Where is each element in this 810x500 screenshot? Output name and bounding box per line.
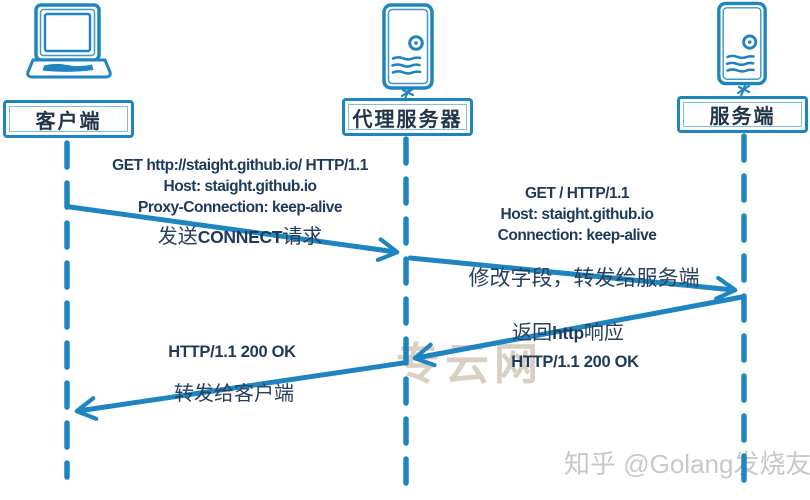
message-1-headers: GET http://staight.github.io/ HTTP/1.1 H… xyxy=(112,155,368,218)
message-2-annotation: 修改字段，转发给服务端 xyxy=(468,266,700,290)
message-2-header-line: Host: staight.github.io xyxy=(500,206,654,223)
message-1-annotation: 发送CONNECT请求 xyxy=(157,226,323,248)
arrow-proxy-to-client xyxy=(74,360,406,421)
message-2-headers: GET / HTTP/1.1 Host: staight.github.io C… xyxy=(498,183,657,246)
arrow-client-to-proxy xyxy=(67,204,400,263)
actor-box-client: 客户端 xyxy=(3,100,134,138)
message-3-annotation: 返回http响应 xyxy=(512,322,624,344)
watermark-bottom-right: 知乎 @Golang发烧友 xyxy=(564,449,810,479)
arrow-proxy-to-server xyxy=(407,255,738,301)
message-2-header-line: Connection: keep-alive xyxy=(497,227,657,244)
actor-box-server: 服务端 xyxy=(677,96,808,133)
message-1-header-line: Host: staight.github.io xyxy=(163,178,317,195)
laptop-icon xyxy=(26,3,112,79)
message-4-headers: HTTP/1.1 200 OK xyxy=(168,342,296,363)
message-2-header-line: GET / HTTP/1.1 xyxy=(524,185,630,202)
actor-label-server: 服务端 xyxy=(709,106,776,128)
message-3-header-line: HTTP/1.1 200 OK xyxy=(511,353,639,371)
server-tower-icon xyxy=(717,1,767,86)
actor-label-proxy: 代理服务器 xyxy=(352,108,463,131)
actor-box-proxy: 代理服务器 xyxy=(342,98,473,136)
message-1-header-line: Proxy-Connection: keep-alive xyxy=(138,199,342,216)
message-4-annotation: 转发给客户端 xyxy=(174,383,294,405)
message-3-headers: HTTP/1.1 200 OK xyxy=(511,352,639,373)
message-4-header-line: HTTP/1.1 200 OK xyxy=(168,343,296,361)
actor-label-client: 客户端 xyxy=(35,110,102,133)
message-1-header-line: GET http://staight.github.io/ HTTP/1.1 xyxy=(112,157,368,174)
arrow-server-to-proxy xyxy=(412,294,745,368)
proxy-server-tower-icon xyxy=(382,3,434,90)
